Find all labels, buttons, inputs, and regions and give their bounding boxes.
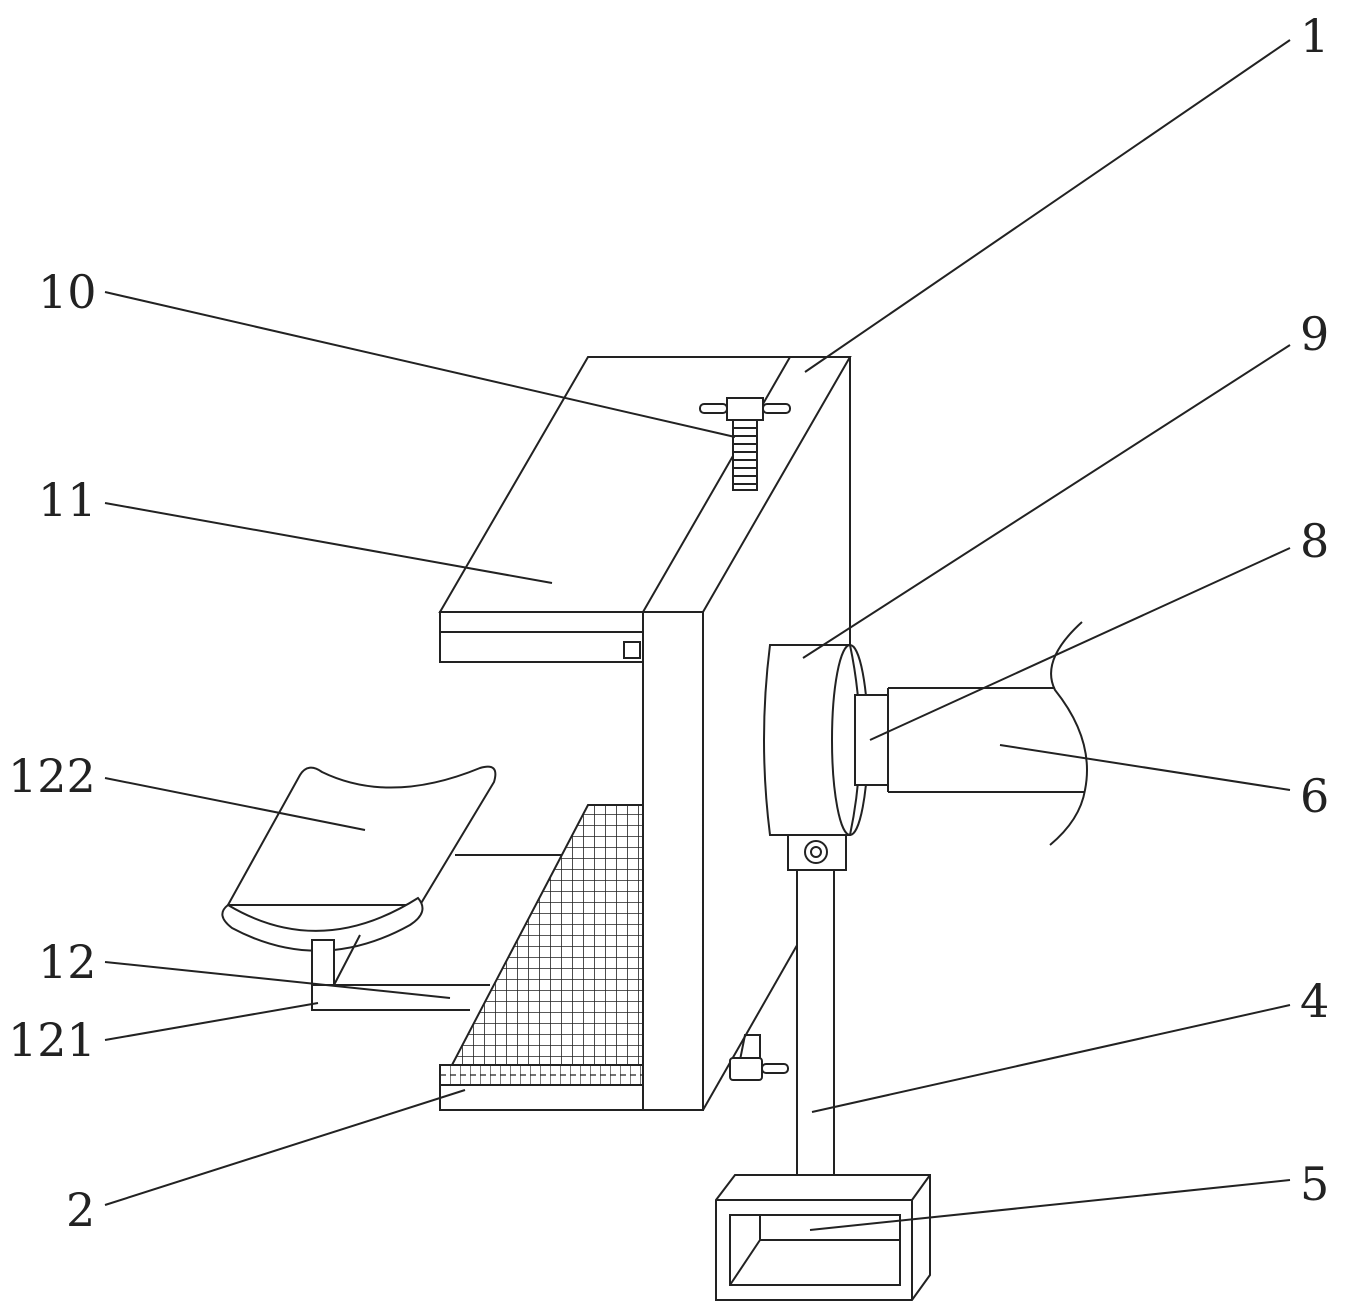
- callout-5: 5: [1300, 1157, 1329, 1211]
- leader-6: [1000, 745, 1290, 790]
- leader-121: [105, 1003, 318, 1040]
- leader-12: [105, 962, 450, 998]
- leader-2: [105, 1090, 465, 1205]
- leader-10: [105, 292, 735, 437]
- stand-pole: [788, 835, 846, 1185]
- lower-screw: [730, 1035, 788, 1080]
- callout-6: 6: [1300, 769, 1329, 823]
- pipe-assembly: [855, 622, 1087, 845]
- leader-8: [870, 548, 1290, 740]
- callout-2: 2: [66, 1183, 95, 1237]
- mesh-panel: [440, 805, 643, 1110]
- callout-1: 1: [1300, 9, 1329, 63]
- callout-122: 122: [8, 749, 96, 803]
- callout-11: 11: [38, 473, 97, 527]
- leader-9: [803, 345, 1290, 658]
- leader-4: [812, 1005, 1290, 1112]
- fan-housing: [764, 645, 868, 835]
- callout-121: 121: [8, 1013, 96, 1067]
- callout-10: 10: [38, 265, 97, 319]
- callout-4: 4: [1300, 974, 1329, 1028]
- callout-9: 9: [1300, 307, 1329, 361]
- base-clamp: [716, 1175, 930, 1300]
- leader-11: [105, 503, 552, 583]
- adjusting-screw: [700, 398, 790, 490]
- callout-12: 12: [38, 935, 97, 989]
- callout-8: 8: [1300, 514, 1329, 568]
- leader-1: [805, 40, 1290, 372]
